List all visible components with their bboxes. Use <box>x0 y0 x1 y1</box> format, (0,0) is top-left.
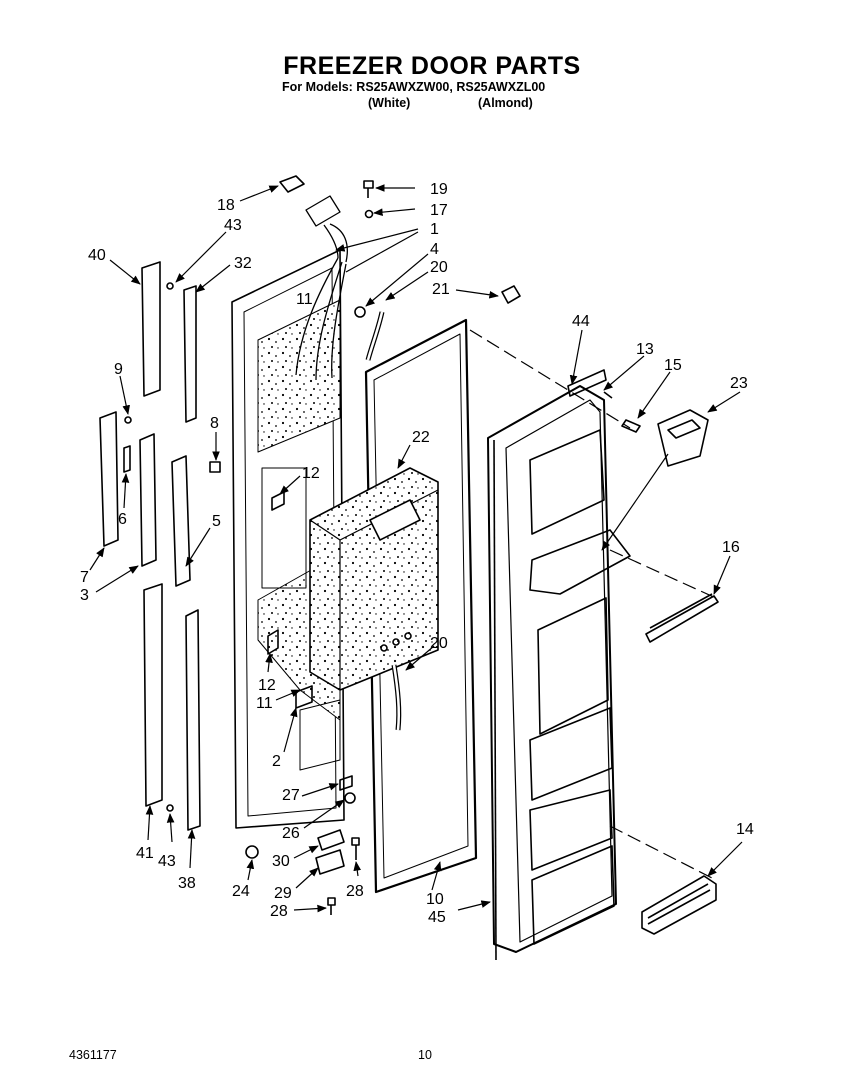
callout-3: 3 <box>80 587 89 604</box>
shield-13 <box>603 391 613 399</box>
callout-21: 21 <box>432 281 450 298</box>
block-2-icon <box>295 685 313 709</box>
handle-trim-41 <box>143 583 163 807</box>
callout-15: 15 <box>664 357 682 374</box>
bin-14 <box>641 875 717 935</box>
color-almond-label: (Almond) <box>478 96 533 110</box>
callout-5: 5 <box>212 513 221 530</box>
plate-30-icon <box>317 829 345 851</box>
callout-26: 26 <box>282 825 300 842</box>
callout-24: 24 <box>232 883 250 900</box>
callout-11-lower: 11 <box>256 695 273 712</box>
callout-2: 2 <box>272 753 281 770</box>
callout-12-lower: 12 <box>258 677 276 694</box>
callout-18: 18 <box>217 197 235 214</box>
callout-4: 4 <box>430 241 439 258</box>
leader-lines <box>89 184 743 913</box>
handle-trim-40 <box>141 261 161 397</box>
insert-6-icon <box>123 445 131 473</box>
callout-1: 1 <box>430 221 439 238</box>
nut-21-icon <box>501 285 521 304</box>
clip-18-icon <box>279 175 305 193</box>
screw-43-upper-icon <box>166 282 174 290</box>
washer-17-icon <box>364 209 374 219</box>
bushing-27-icon <box>339 775 353 791</box>
page-number: 10 <box>418 1048 432 1062</box>
clip-12-upper-icon <box>271 491 285 511</box>
callout-32: 32 <box>234 255 252 272</box>
shelf-bar-16 <box>645 593 719 643</box>
trim-strip-44 <box>567 369 607 397</box>
callout-7: 7 <box>80 569 89 586</box>
callout-16: 16 <box>722 539 740 556</box>
handle-trim-32 <box>183 285 197 423</box>
callout-44: 44 <box>572 313 590 330</box>
wire-harness <box>295 195 348 381</box>
inner-door-liner <box>487 385 631 961</box>
screw-19-icon <box>363 180 374 198</box>
document-number: 4361177 <box>69 1048 117 1062</box>
pin-15-icon <box>621 419 641 433</box>
callout-10: 10 <box>426 891 444 908</box>
color-white-label: (White) <box>368 96 411 110</box>
screw-28-right-icon <box>351 837 360 860</box>
callout-27: 27 <box>282 787 300 804</box>
callout-9: 9 <box>114 361 123 378</box>
foot-24-icon <box>245 845 259 859</box>
dispenser-housing <box>309 467 439 691</box>
door-gasket <box>364 318 478 894</box>
callout-13: 13 <box>636 341 654 358</box>
callout-40: 40 <box>88 247 106 264</box>
callout-22: 22 <box>412 429 430 446</box>
callout-43-upper: 43 <box>224 217 242 234</box>
callout-6: 6 <box>118 511 127 528</box>
clip-8-icon <box>209 461 221 473</box>
callout-29: 29 <box>274 885 292 902</box>
ice-chute-23 <box>657 409 709 467</box>
model-numbers: For Models: RS25AWXZW00, RS25AWXZL00 <box>282 80 546 94</box>
clip-12-lower-icon <box>267 629 279 655</box>
plug-4-icon <box>354 306 366 318</box>
handle-trim-38 <box>185 609 201 831</box>
screw-43-lower-icon <box>166 804 174 812</box>
handle-5 <box>171 455 191 587</box>
callout-20-upper: 20 <box>430 259 448 276</box>
page-title: FREEZER DOOR PARTS <box>283 52 581 80</box>
callout-17: 17 <box>430 202 448 219</box>
callout-28-right: 28 <box>346 883 364 900</box>
callout-38: 38 <box>178 875 196 892</box>
callout-23: 23 <box>730 375 748 392</box>
callout-11-upper: 11 <box>296 291 313 308</box>
callout-14: 14 <box>736 821 754 838</box>
callout-8: 8 <box>210 415 219 432</box>
callout-30: 30 <box>272 853 290 870</box>
handle-7 <box>99 411 119 547</box>
screw-28-bottom-icon <box>327 897 336 915</box>
callout-12-upper: 12 <box>302 465 320 482</box>
callout-labels: 18 19 17 43 1 40 32 4 20 21 11 44 13 15 … <box>80 181 754 926</box>
screw-9-icon <box>124 416 132 424</box>
callout-45: 45 <box>428 909 446 926</box>
hinge-29-icon <box>315 849 345 875</box>
handle-3 <box>139 433 157 567</box>
washer-26-icon <box>344 792 356 804</box>
callout-41: 41 <box>136 845 154 862</box>
callout-28-bottom: 28 <box>270 903 288 920</box>
callout-20-lower: 20 <box>430 635 448 652</box>
callout-19: 19 <box>430 181 448 198</box>
callout-43-lower: 43 <box>158 853 176 870</box>
